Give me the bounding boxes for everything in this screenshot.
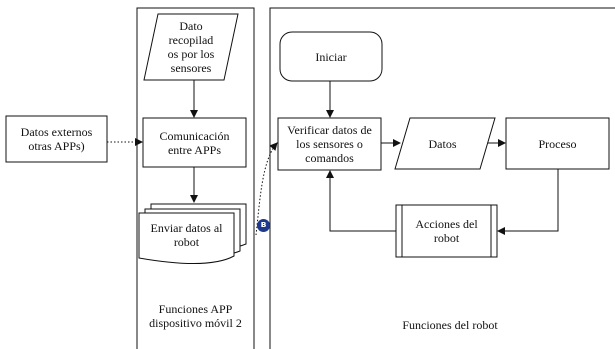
send-data-doc-front [138, 212, 235, 264]
app-panel-caption: Funciones APP dispositivo móvil 2 [149, 302, 242, 330]
bluetooth-icon: ʙ [257, 219, 270, 232]
process-label: Proceso [538, 136, 577, 151]
verify-box [277, 117, 382, 171]
start-label: Iniciar [315, 49, 347, 64]
connector-process-to-actions [497, 169, 559, 235]
app-panel-border [136, 7, 255, 349]
sensor-data-shape [143, 13, 239, 81]
verify-label: Verificar datos de los sensores o comand… [287, 123, 372, 165]
data-label: Datos [428, 136, 457, 151]
data-shape [394, 117, 496, 170]
communication-label: Comunicación entre APPs [159, 128, 230, 157]
sensor-data-label: Dato recopilad os por los sensores [167, 19, 215, 75]
communication-box [142, 117, 247, 168]
send-data-label: Enviar datos al robot [150, 221, 223, 249]
connector-actions-to-verify [326, 170, 396, 232]
process-box [505, 117, 610, 170]
robot-panel-caption: Funciones del robot [402, 318, 498, 332]
actions-label: Acciones del robot [415, 217, 478, 245]
external-data-label: Datos externos otras APPs) [20, 125, 93, 153]
start-terminal [279, 31, 383, 82]
external-data-box [5, 115, 108, 163]
robot-panel-border [269, 7, 615, 349]
